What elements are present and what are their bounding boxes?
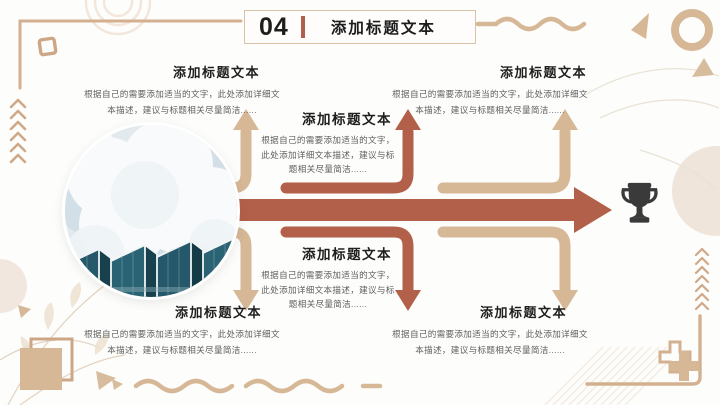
header-number: 04 bbox=[259, 12, 289, 41]
triangle-icon bbox=[112, 379, 123, 390]
twisted-square-icon bbox=[37, 36, 58, 57]
branch-arrow-right-down bbox=[437, 226, 578, 311]
block-title: 添加标题文本 bbox=[174, 305, 262, 320]
plus-icon bbox=[658, 340, 699, 381]
block-title: 添加标题文本 bbox=[499, 65, 587, 80]
chevron-stack-left-icon bbox=[9, 98, 27, 164]
trophy-icon bbox=[621, 182, 658, 223]
block-top-center: 添加标题文本 根据自己的需要添加适当的文字，此处添加详细文本描述，建议与标题相关… bbox=[258, 108, 398, 177]
header-divider bbox=[300, 16, 305, 38]
block-top-right: 添加标题文本 根据自己的需要添加适当的文字，此处添加详细文本描述，建议与标题相关… bbox=[390, 62, 590, 119]
block-body: 根据自己的需要添加适当的文字，此处添加详细文本描述，建议与标题相关尽量简洁...… bbox=[392, 329, 588, 356]
block-title: 添加标题文本 bbox=[172, 65, 260, 80]
page-title: 添加标题文本 bbox=[330, 20, 436, 37]
building-photo bbox=[62, 122, 240, 300]
blob-shape bbox=[672, 146, 720, 236]
block-bottom-left: 添加标题文本 根据自己的需要添加适当的文字，此处添加详细文本描述，建议与标题相关… bbox=[82, 302, 282, 359]
corner-bracket-bottom-right bbox=[585, 314, 702, 386]
triangle-icon bbox=[692, 58, 714, 77]
overlapping-squares-icon bbox=[20, 348, 62, 390]
block-body: 根据自己的需要添加适当的文字，此处添加详细文本描述，建议与标题相关尽量简洁...… bbox=[261, 135, 395, 175]
block-title: 添加标题文本 bbox=[479, 305, 567, 320]
block-bottom-right: 添加标题文本 根据自己的需要添加适当的文字，此处添加详细文本描述，建议与标题相关… bbox=[390, 302, 590, 359]
concentric-arcs-icon bbox=[84, 0, 152, 36]
branch-arrow-mid-down bbox=[280, 226, 421, 311]
corner-bracket-top-left bbox=[18, 19, 243, 90]
block-bottom-center: 添加标题文本 根据自己的需要添加适当的文字，此处添加详细文本描述，建议与标题相关… bbox=[258, 243, 398, 312]
wavy-line-top-icon bbox=[475, 16, 587, 32]
block-title: 添加标题文本 bbox=[302, 247, 392, 262]
block-body: 根据自己的需要添加适当的文字，此处添加详细文本描述，建议与标题相关尽量简洁...… bbox=[84, 89, 280, 116]
branch-arrow-mid-up bbox=[280, 109, 421, 194]
block-top-left: 添加标题文本 根据自己的需要添加适当的文字，此处添加详细文本描述，建议与标题相关… bbox=[82, 62, 282, 119]
block-body: 根据自己的需要添加适当的文字，此处添加详细文本描述，建议与标题相关尽量简洁...… bbox=[261, 270, 395, 310]
hatch-pattern bbox=[544, 346, 670, 405]
block-title: 添加标题文本 bbox=[302, 112, 392, 127]
chevron-stack-right-icon bbox=[694, 247, 710, 311]
soft-circle-shape bbox=[0, 259, 27, 313]
wavy-line-bottom-icon bbox=[133, 378, 383, 394]
block-body: 根据自己的需要添加适当的文字，此处添加详细文本描述，建议与标题相关尽量简洁...… bbox=[392, 89, 588, 116]
block-body: 根据自己的需要添加适当的文字，此处添加详细文本描述，建议与标题相关尽量简洁...… bbox=[84, 329, 280, 356]
branch-arrow-right-up bbox=[437, 109, 578, 194]
ring-icon bbox=[671, 9, 713, 51]
building-photo-image bbox=[65, 125, 237, 297]
header-box: 04 添加标题文本 bbox=[244, 10, 476, 44]
triangle-icon bbox=[631, 13, 649, 39]
triangle-icon bbox=[18, 305, 31, 318]
triangle-icon bbox=[96, 371, 116, 390]
